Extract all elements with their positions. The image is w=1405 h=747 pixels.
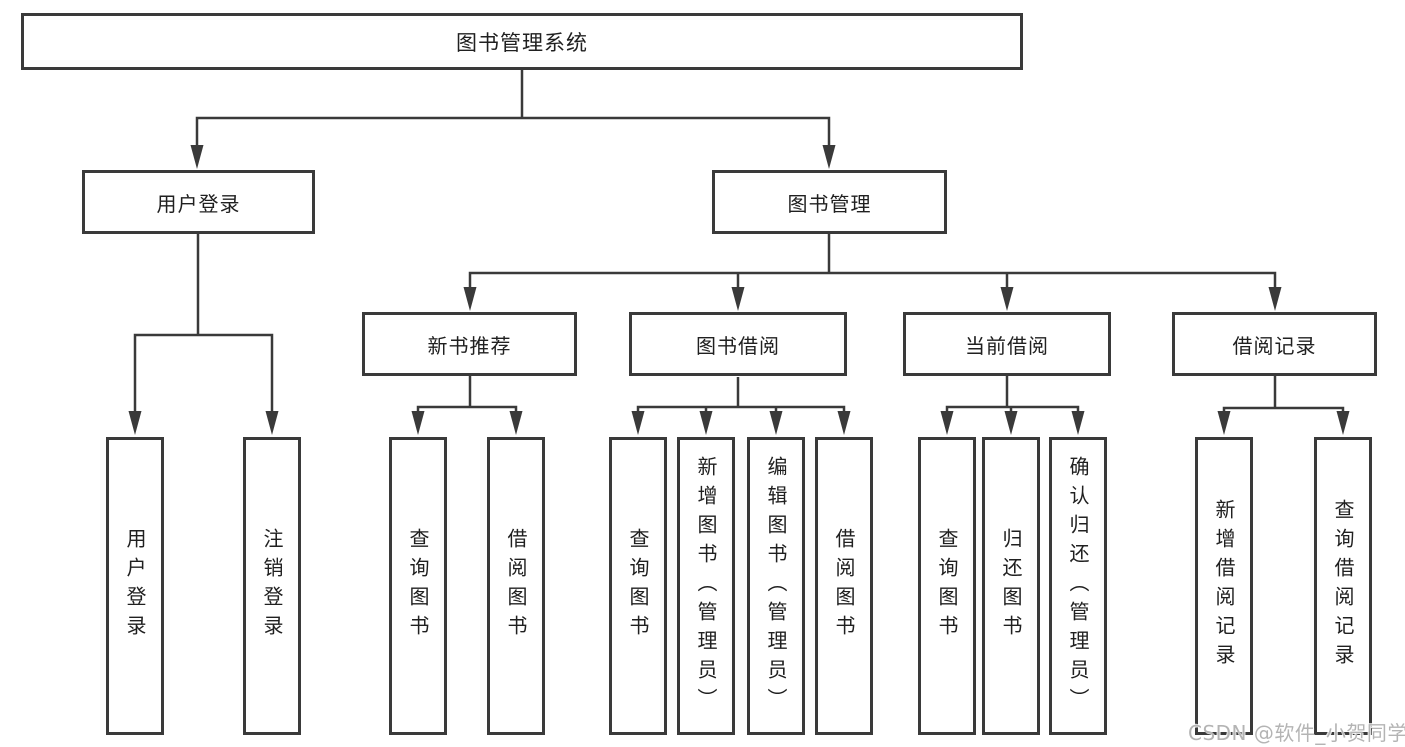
leaf-confirm-return-admin: 确认归还（管理员） [1049, 437, 1107, 735]
leaf-edit-books-admin: 编辑图书（管理员） [747, 437, 805, 735]
node-user-login: 用户登录 [82, 170, 315, 234]
leaf-add-borrow-record: 新增借阅记录 [1195, 437, 1253, 735]
leaf-borrow-books: 借阅图书 [815, 437, 873, 735]
leaf-query-books-borrow: 查询图书 [609, 437, 667, 735]
leaf-query-borrow-record: 查询借阅记录 [1314, 437, 1372, 735]
leaf-add-books-admin: 新增图书（管理员） [677, 437, 735, 735]
node-book-borrow: 图书借阅 [629, 312, 847, 376]
leaf-query-books-current: 查询图书 [918, 437, 976, 735]
node-new-book-recommend: 新书推荐 [362, 312, 577, 376]
csdn-watermark: CSDN @软件_小贺同学 [1188, 721, 1405, 745]
node-current-borrow: 当前借阅 [903, 312, 1111, 376]
leaf-return-books: 归还图书 [982, 437, 1040, 735]
node-book-management: 图书管理 [712, 170, 947, 234]
node-library-system: 图书管理系统 [21, 13, 1023, 70]
leaf-query-books-recommend: 查询图书 [389, 437, 447, 735]
leaf-user-login: 用户登录 [106, 437, 164, 735]
leaf-borrow-books-recommend: 借阅图书 [487, 437, 545, 735]
node-borrow-records: 借阅记录 [1172, 312, 1377, 376]
leaf-logout: 注销登录 [243, 437, 301, 735]
